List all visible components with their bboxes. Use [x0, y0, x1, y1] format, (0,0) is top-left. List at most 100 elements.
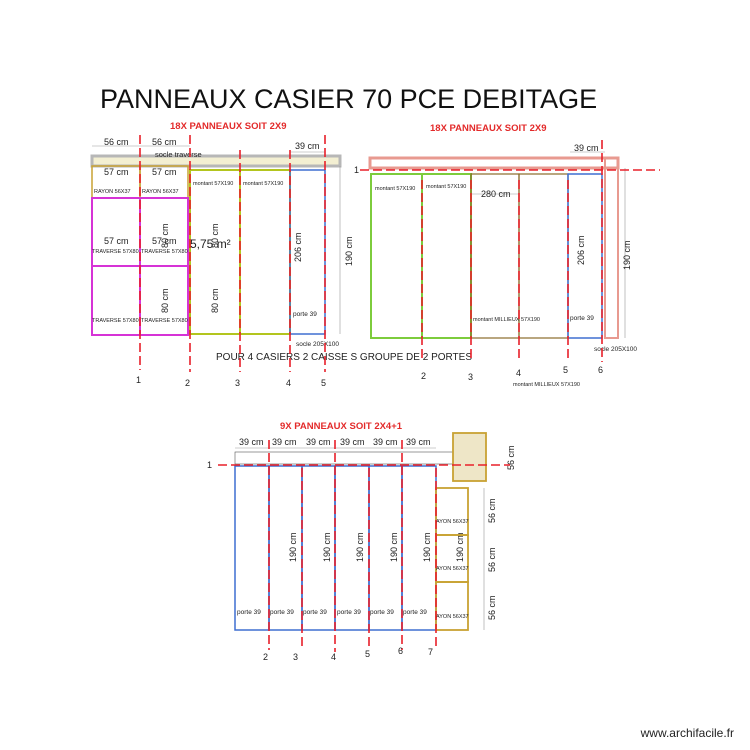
area-label: 5,75 m² — [190, 237, 231, 251]
axis-a-1: 1 — [136, 375, 141, 385]
axis-a-4: 4 — [286, 378, 291, 388]
axis-b-1: 1 — [354, 165, 359, 175]
traverse-a1 — [91, 197, 141, 267]
dim-80-a1: 80 cm — [160, 223, 170, 248]
axis-c-6: 6 — [398, 646, 403, 656]
dim-190-c2: 190 cm — [322, 532, 332, 562]
label-rayon-c3: AYON 56X37 — [436, 614, 469, 620]
dim-56-c4: 56 cm — [487, 595, 497, 620]
label-traverse-a3: TRAVERSE 57X80 — [92, 318, 139, 324]
axis-c-5: 5 — [365, 649, 370, 659]
label-montant-b1: montant 57X190 — [375, 186, 415, 192]
axis-b-3: 3 — [468, 372, 473, 382]
label-milieux-b2: montant MILLIEUX 57X190 — [513, 382, 580, 388]
dim-190-b: 190 cm — [622, 240, 632, 270]
label-milieux-b: montant MILLIEUX 57X190 — [473, 317, 540, 323]
label-porte-c4: porte 39 — [337, 609, 361, 616]
axis-c-7: 7 — [428, 647, 433, 657]
dim-80-a2: 80 cm — [160, 288, 170, 313]
dim-80-a4: 80 cm — [210, 288, 220, 313]
label-porte-b: porte 39 — [570, 315, 594, 322]
label-traverse-a4: TRAVERSE 57X80 — [141, 318, 188, 324]
label-porte-c2: porte 39 — [270, 609, 294, 616]
header-panel-b: 18X PANNEAUX SOIT 2X9 — [430, 123, 547, 134]
label-rayon-c1: AYON 56X37 — [436, 519, 469, 525]
socle-b — [368, 156, 620, 170]
label-traverse-a2: TRAVERSE 57X80 — [141, 249, 188, 255]
montant-b1 — [370, 173, 423, 339]
dim-57-a3: 57 cm — [104, 236, 129, 246]
label-socle-traverse: socle traverse — [155, 150, 202, 159]
dim-56-c1: 56 cm — [506, 445, 516, 470]
traverse-a3 — [91, 265, 141, 336]
block-c — [452, 432, 487, 482]
porte-c1 — [234, 465, 270, 631]
dim-39-c1: 39 cm — [239, 437, 264, 447]
label-socle-a: socle 205X100 — [296, 341, 339, 348]
label-socle-b: socle 205X100 — [594, 346, 637, 353]
label-montant-a2: montant 57X190 — [243, 181, 283, 187]
label-rayon-c2: AYON 56X37 — [436, 566, 469, 572]
dim-39-c4: 39 cm — [340, 437, 365, 447]
axis-c-4: 4 — [331, 652, 336, 662]
porte-b — [567, 173, 603, 339]
dim-39-a: 39 cm — [295, 141, 320, 151]
label-porte-c3: porte 39 — [303, 609, 327, 616]
dim-39-c2: 39 cm — [272, 437, 297, 447]
milieux-b2 — [518, 173, 569, 339]
traverse-a4 — [139, 265, 189, 336]
header-panel-a: 18X PANNEAUX SOIT 2X9 — [170, 121, 287, 132]
header-panel-c: 9X PANNEAUX SOIT 2X4+1 — [280, 421, 403, 432]
montant-b2 — [421, 173, 472, 339]
assembly-note: POUR 4 CASIERS 2 CAISSE S GROUPE DE 2 PO… — [216, 352, 473, 363]
dim-39-c5: 39 cm — [373, 437, 398, 447]
page-title: PANNEAUX CASIER 70 PCE DEBITAGE — [100, 84, 598, 114]
montant-a2 — [239, 169, 291, 335]
axis-a-3: 3 — [235, 378, 240, 388]
panel-a: 56 cm 56 cm 39 cm socle traverse 57 cm 5… — [90, 135, 354, 388]
dim-56-a1: 56 cm — [104, 137, 129, 147]
label-rayon-a2: RAYON 56X37 — [142, 189, 179, 195]
dim-206-a: 206 cm — [293, 232, 303, 262]
label-traverse-a1: TRAVERSE 57X80 — [92, 249, 139, 255]
label-rayon-a1: RAYON 56X37 — [94, 189, 131, 195]
dim-190-c1: 190 cm — [288, 532, 298, 562]
axis-b-5: 5 — [563, 365, 568, 375]
panel-b: 39 cm montant 57X190 montant 57X190 280 … — [354, 140, 660, 388]
dim-190-c4: 190 cm — [389, 532, 399, 562]
dim-39-c6: 39 cm — [406, 437, 431, 447]
label-porte-c6: porte 39 — [403, 609, 427, 616]
dim-190-a: 190 cm — [344, 236, 354, 266]
rayon-c3 — [435, 581, 469, 631]
label-porte-c5: porte 39 — [370, 609, 394, 616]
dim-56-c2: 56 cm — [487, 498, 497, 523]
axis-c-2: 2 — [263, 652, 268, 662]
dim-190-c6: 190 cm — [455, 532, 465, 562]
axis-a-5: 5 — [321, 378, 326, 388]
dim-57-a2: 57 cm — [152, 167, 177, 177]
socle-traverse — [90, 154, 342, 168]
label-porte-c1: porte 39 — [237, 609, 261, 616]
axis-c-3: 3 — [293, 652, 298, 662]
panel-c: 39 cm 39 cm 39 cm 39 cm 39 cm 39 cm 56 c… — [207, 432, 516, 662]
watermark: www.archifacile.fr — [640, 726, 734, 740]
axis-a-2: 2 — [185, 378, 190, 388]
dim-56-a2: 56 cm — [152, 137, 177, 147]
axis-b-6: 6 — [598, 365, 603, 375]
dim-57-a1: 57 cm — [104, 167, 129, 177]
label-porte-a: porte 39 — [293, 311, 317, 318]
dim-206-b: 206 cm — [576, 235, 586, 265]
label-montant-a1: montant 57X190 — [193, 181, 233, 187]
rayon-c1 — [435, 487, 469, 536]
dim-57-a4: 57 cm — [152, 236, 177, 246]
socle-b-side — [604, 157, 619, 339]
dim-56-c3: 56 cm — [487, 547, 497, 572]
axis-c-1: 1 — [207, 460, 212, 470]
label-montant-b2: montant 57X190 — [426, 184, 466, 190]
dim-39-c3: 39 cm — [306, 437, 331, 447]
dim-80-a3: 80 cm — [210, 223, 220, 248]
dim-190-c3: 190 cm — [355, 532, 365, 562]
axis-b-4: 4 — [516, 368, 521, 378]
dim-190-c5: 190 cm — [422, 532, 432, 562]
